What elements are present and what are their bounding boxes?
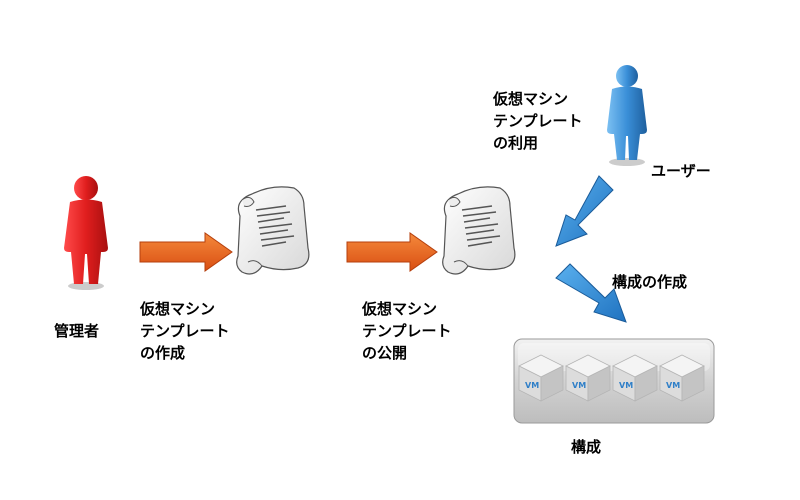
vm-cube-icon: VM [518,354,564,402]
blue-arrow-create-config [555,263,627,323]
use-template-label: 仮想マシン テンプレート の利用 [493,90,583,152]
vm-badge-text: VM [525,381,539,390]
admin-person-icon [64,176,108,290]
vm-badge-text: VM [572,381,586,390]
user-label: ユーザー [651,162,711,180]
admin-label: 管理者 [54,322,100,340]
published-document-icon [442,186,516,275]
vm-cube-icon: VM [659,354,705,402]
create-config-label: 構成の作成 [612,273,688,291]
vm-badge-text: VM [619,381,633,390]
publish-template-label: 仮想マシン テンプレート の公開 [362,300,452,362]
orange-arrow-publish [346,232,438,272]
config-label: 構成 [571,438,602,456]
blue-arrow-use [555,175,614,247]
vm-cube-icon: VM [565,354,611,402]
template-document-icon [236,186,310,275]
orange-arrow-create [139,232,233,272]
create-template-label: 仮想マシン テンプレート の作成 [140,300,230,362]
user-person-icon [607,65,647,166]
vm-badge-text: VM [666,381,680,390]
vm-cube-icon: VM [612,354,658,402]
